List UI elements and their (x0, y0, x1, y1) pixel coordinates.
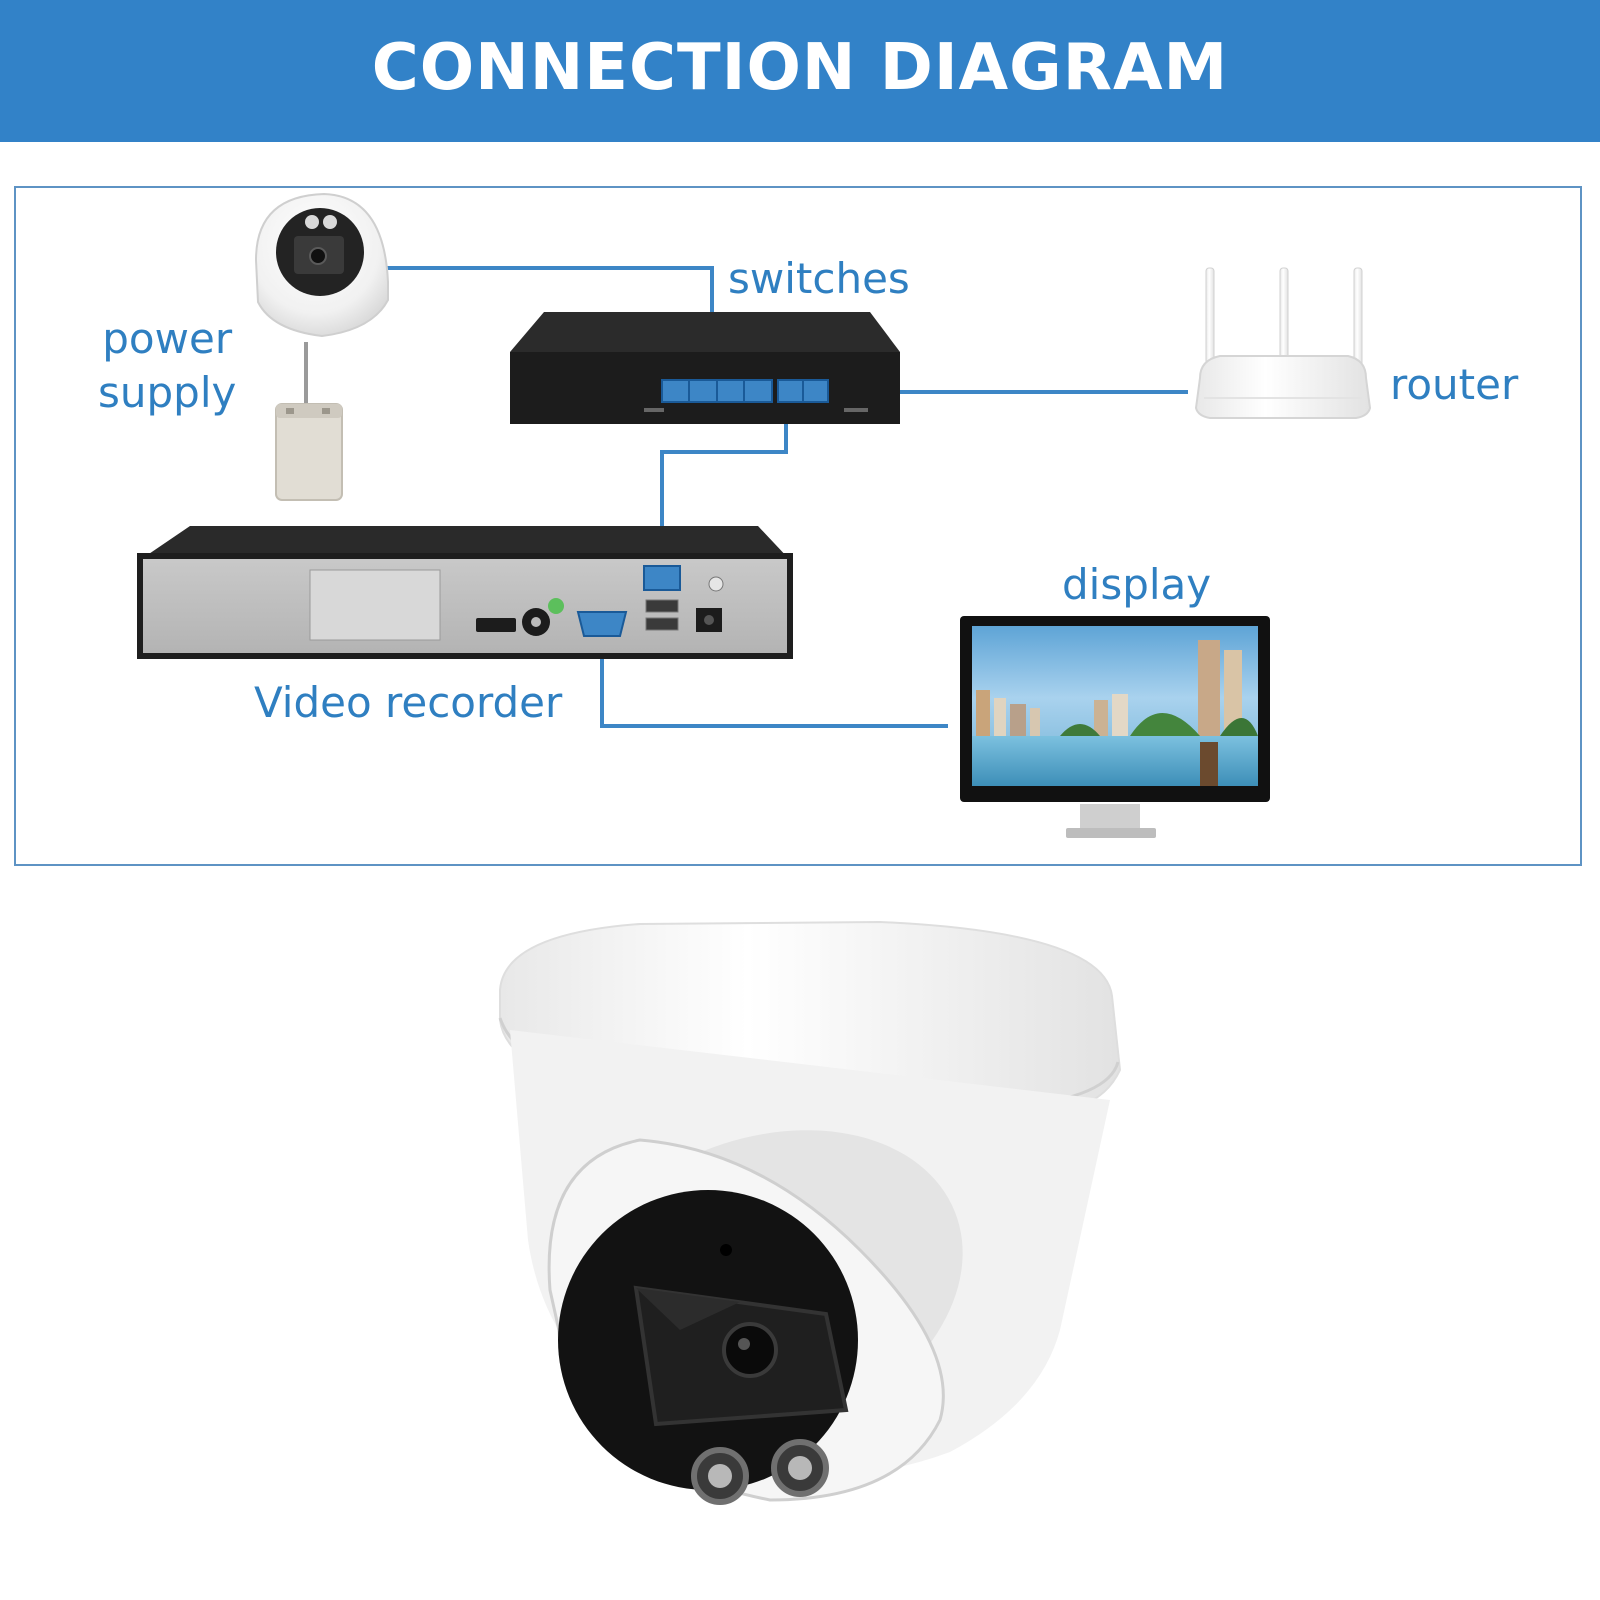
display-label: display (1062, 560, 1212, 609)
monitor-icon (960, 616, 1270, 838)
title-banner: CONNECTION DIAGRAM (0, 0, 1600, 142)
power-supply-label: power supply (98, 312, 236, 420)
dome-camera-icon (498, 920, 1122, 1505)
router-icon (1194, 267, 1372, 419)
power-adapter-icon (275, 403, 343, 501)
switches-label: switches (728, 254, 910, 303)
video-recorder-label: Video recorder (254, 678, 563, 727)
power-supply-label-line2: supply (98, 368, 237, 417)
dome-camera-icon (254, 192, 389, 338)
power-supply-label-line1: power (102, 314, 233, 363)
network-switch-icon (510, 312, 900, 424)
diagram-title: CONNECTION DIAGRAM (371, 31, 1229, 105)
video-recorder-icon (137, 526, 793, 659)
router-label: router (1390, 360, 1519, 409)
recorder-to-display-cable (600, 628, 948, 728)
